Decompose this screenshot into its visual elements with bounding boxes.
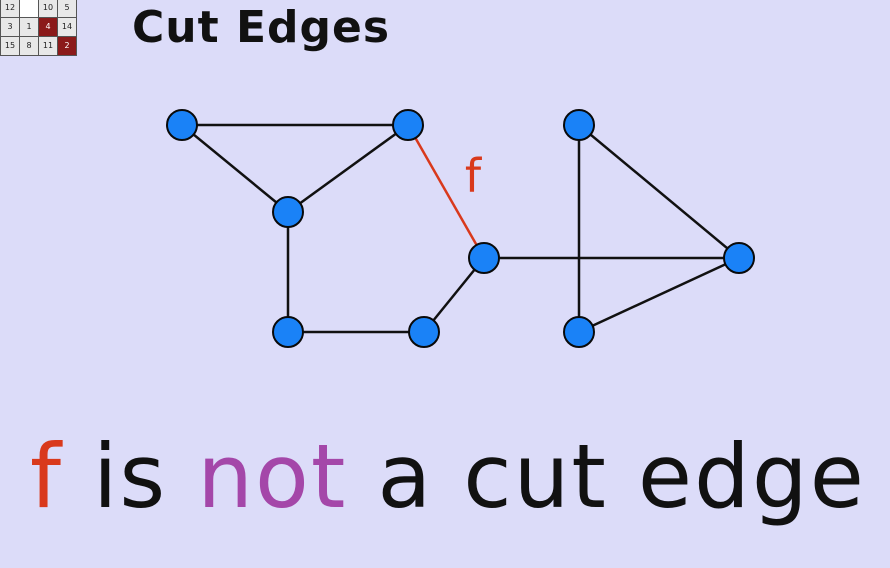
graph-node — [272, 196, 304, 228]
graph-edge — [181, 124, 289, 213]
graph-node — [563, 109, 595, 141]
graph-node — [563, 316, 595, 348]
logo-cell: 3 — [1, 18, 20, 37]
caption-not: not — [197, 425, 348, 528]
logo-cell: 10 — [39, 0, 58, 18]
logo-cell — [20, 0, 39, 18]
highlighted-edge-f — [406, 124, 486, 259]
logo-cell: 8 — [20, 37, 39, 56]
logo-cell: 12 — [1, 0, 20, 18]
logo-cell: 4 — [39, 18, 58, 37]
graph-node — [408, 316, 440, 348]
logo-cell: 1 — [20, 18, 39, 37]
page-title: Cut Edges — [132, 2, 391, 53]
graph-edge — [578, 124, 740, 259]
logo-cell: 14 — [58, 18, 77, 37]
graph-node — [272, 316, 304, 348]
edge-label-f: f — [465, 149, 483, 203]
caption-is: is — [62, 425, 198, 528]
logo-cell: 5 — [58, 0, 77, 18]
graph-edge — [578, 256, 740, 334]
graph-node — [392, 109, 424, 141]
logo-cell: 2 — [58, 37, 77, 56]
caption-edge-name: f — [30, 425, 63, 528]
graph-node — [166, 109, 198, 141]
graph-node — [723, 242, 755, 274]
caption-remainder: a cut edge — [347, 425, 866, 528]
logo-cell: 11 — [39, 37, 58, 56]
graph-node — [468, 242, 500, 274]
logo-cell: 15 — [1, 37, 20, 56]
graph-edge — [287, 123, 409, 214]
caption: f is not a cut edge — [30, 425, 866, 528]
